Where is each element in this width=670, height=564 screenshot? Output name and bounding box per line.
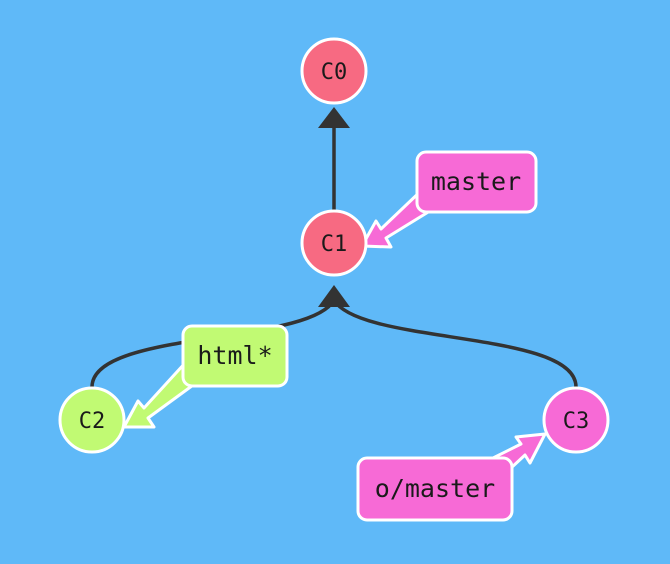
commit-c3-label: C3 xyxy=(563,409,590,434)
branch-html-box xyxy=(181,324,289,388)
edge-c3-c1 xyxy=(332,298,578,388)
branch-o-master-box xyxy=(356,456,514,522)
branch-master-label: master xyxy=(431,167,521,196)
branch-html-label: html* xyxy=(197,341,272,370)
commit-c1[interactable]: C1 xyxy=(300,209,368,277)
commit-c0[interactable]: C0 xyxy=(300,37,368,105)
edge-c1-children-arrowhead xyxy=(318,285,350,307)
commit-c2-circle xyxy=(58,386,126,454)
commit-c1-label: C1 xyxy=(321,232,348,257)
branch-master[interactable]: master xyxy=(415,150,538,214)
branch-html[interactable]: html* xyxy=(181,324,289,388)
commit-c3-circle xyxy=(542,386,610,454)
commit-c0-circle xyxy=(300,37,368,105)
edge-c1-c0-arrowhead xyxy=(318,107,350,128)
commit-c2[interactable]: C2 xyxy=(58,386,126,454)
commit-c3[interactable]: C3 xyxy=(542,386,610,454)
branch-master-box xyxy=(415,150,538,214)
branch-o-master-label: o/master xyxy=(375,474,495,503)
branch-o-master[interactable]: o/master xyxy=(356,456,514,522)
commit-c0-label: C0 xyxy=(321,60,348,85)
commit-c1-circle xyxy=(300,209,368,277)
commit-c2-label: C2 xyxy=(79,409,106,434)
